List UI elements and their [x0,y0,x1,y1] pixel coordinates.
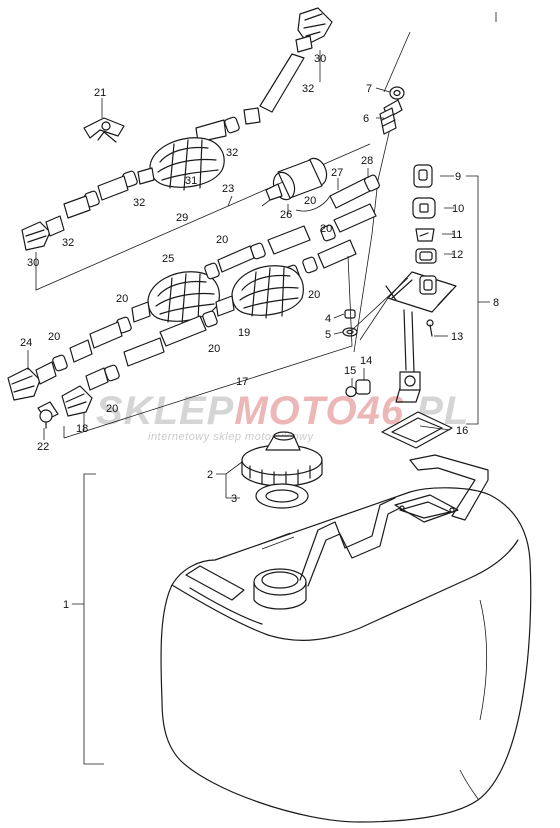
label-32-a: 32 [302,83,314,95]
label-2: 2 [207,469,213,481]
flange-gasket [381,411,453,449]
label-20-e: 20 [308,289,320,301]
label-21: 21 [94,87,106,99]
label-17: 17 [236,376,248,388]
label-1: 1 [63,599,69,611]
fuel-filter [261,157,381,212]
label-6: 6 [363,113,369,125]
label-30-bottom: 30 [27,257,39,269]
label-32-b: 32 [226,147,238,159]
grommet [345,379,371,398]
label-30-top: 30 [314,53,326,65]
hose-clip [83,117,125,143]
label-10: 10 [452,203,464,215]
tank-connector [379,86,405,135]
label-20-f: 20 [106,403,118,415]
gauge-seal [415,248,437,264]
label-32-c: 32 [133,197,145,209]
label-20-g: 20 [304,195,316,207]
gauge-gasket [412,197,436,219]
label-24: 24 [20,337,32,349]
screw-washer [342,309,358,337]
label-25: 25 [162,253,174,265]
label-8: 8 [493,297,499,309]
label-4: 4 [325,313,331,325]
upper-hose-assembly [21,7,371,291]
label-3: 3 [231,493,237,505]
label-16: 16 [456,425,468,437]
fuel-tank [160,454,532,823]
label-22: 22 [37,441,49,453]
label-26: 26 [280,209,292,221]
label-31: 31 [185,175,197,187]
label-20-a: 20 [216,234,228,246]
label-15: 15 [344,365,356,377]
gauge-cover [413,164,433,188]
filler-cap [241,431,323,487]
label-23: 23 [222,183,234,195]
label-20-c: 20 [48,331,60,343]
label-28: 28 [361,155,373,167]
label-9: 9 [455,171,461,183]
label-19: 19 [238,327,250,339]
label-14: 14 [360,355,372,367]
label-20-h: 20 [320,223,332,235]
label-7: 7 [366,83,372,95]
label-20-d: 20 [208,343,220,355]
label-32-d: 32 [62,237,74,249]
watermark-brand: SKLEPMOTO46.PL [96,389,469,433]
cap-gasket [255,483,309,509]
lower-hose-assembly [7,203,377,439]
label-29: 29 [176,212,188,224]
gauge-plate [415,228,435,242]
label-5: 5 [325,329,331,341]
fuel-gauge-assembly [385,271,457,403]
label-12: 12 [451,249,463,261]
label-11: 11 [451,229,462,241]
label-27: 27 [331,167,343,179]
label-20-b: 20 [116,293,128,305]
leader-lines [27,12,497,765]
label-13: 13 [451,331,463,343]
label-18: 18 [76,423,88,435]
part-number-labels: 1 2 3 4 5 6 7 8 9 10 11 12 13 14 15 16 1… [20,53,499,611]
